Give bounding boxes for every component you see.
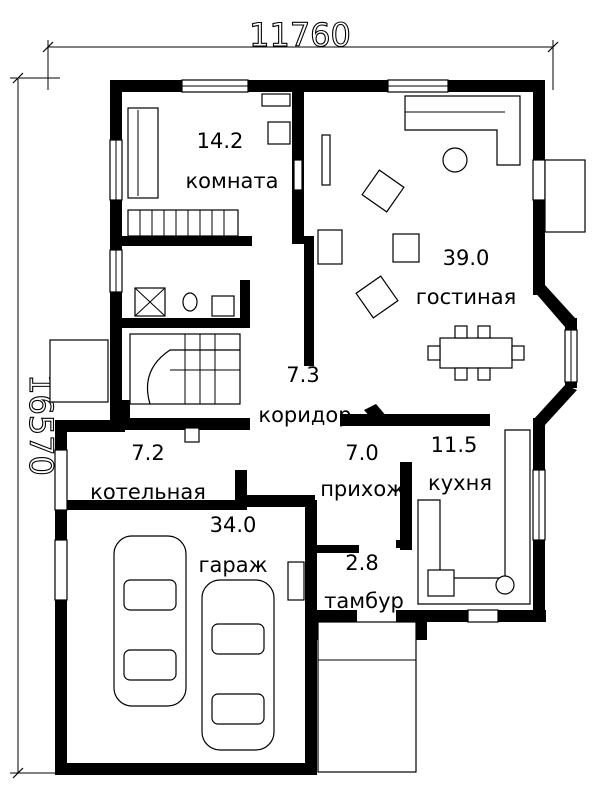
width-dimension: 11760	[249, 16, 351, 54]
furniture	[49, 93, 586, 773]
room-area-koridor: 7.3	[286, 363, 319, 387]
dimension-lines	[10, 40, 559, 779]
room-name-komnata: комната	[185, 169, 278, 193]
room-area-gostinaya: 39.0	[443, 246, 490, 270]
room-name-prihozh: прихож.	[320, 477, 412, 501]
room-area-garazh: 34.0	[210, 513, 257, 537]
room-name-tambur: тамбур	[324, 589, 404, 613]
room-name-kotelnaya: котельная	[90, 480, 206, 504]
room-name-kuhnya: кухня	[428, 471, 492, 495]
room-area-prihozh: 7.0	[345, 441, 378, 465]
room-name-gostinaya: гостиная	[416, 285, 517, 309]
room-name-koridor: коридор	[258, 403, 351, 427]
room-area-kuhnya: 11.5	[431, 433, 478, 457]
windows	[54, 79, 578, 623]
height-dimension: 16570	[22, 374, 60, 476]
room-area-tambur: 2.8	[345, 551, 378, 575]
room-area-kotelnaya: 7.2	[131, 441, 164, 465]
room-area-komnata: 14.2	[197, 129, 244, 153]
room-labels: 14.2 комната 39.0 гостиная 7.3 коридор 7…	[90, 129, 516, 613]
room-name-garazh: гараж	[198, 553, 267, 577]
